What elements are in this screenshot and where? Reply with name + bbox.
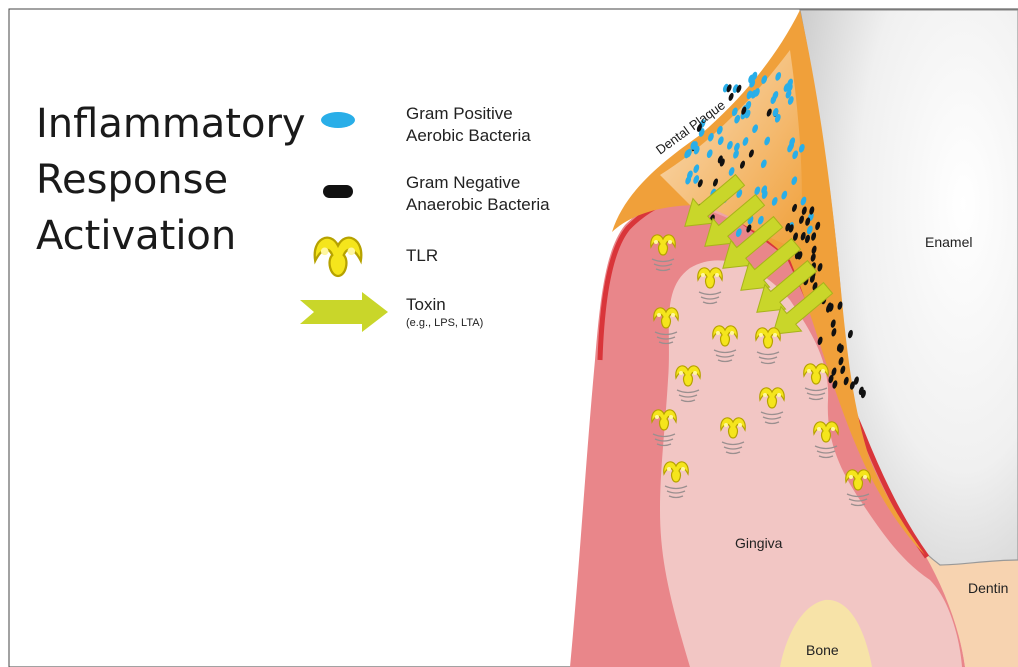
gram-positive-line-1: Gram Positive <box>406 103 531 125</box>
gram-negative-line-1: Gram Negative <box>406 172 550 194</box>
title-line-1: Inflammatory <box>36 96 306 152</box>
diagram-title: Inflammatory Response Activation <box>36 96 306 264</box>
gingiva-label: Gingiva <box>735 535 783 551</box>
bone-label: Bone <box>806 642 839 658</box>
toxin-legend-label: Toxin <box>406 295 446 314</box>
gram-negative-bacterium <box>728 92 735 101</box>
gram-negative-legend: Gram Negative Anaerobic Bacteria <box>406 172 550 216</box>
toxin-legend: Toxin <box>406 294 446 316</box>
tlr-legend-label: TLR <box>406 246 438 265</box>
toxin-legend-icon <box>300 292 388 332</box>
gram-positive-legend: Gram Positive Aerobic Bacteria <box>406 103 531 147</box>
title-line-3: Activation <box>36 208 306 264</box>
enamel-label: Enamel <box>925 234 972 250</box>
tlr-legend: TLR <box>406 245 438 267</box>
gram-negative-line-2: Anaerobic Bacteria <box>406 194 550 216</box>
title-line-2: Response <box>36 152 306 208</box>
gram-negative-legend-icon <box>323 185 353 198</box>
toxin-legend-examples: (e.g., LPS, LTA) <box>406 317 483 329</box>
dentin-label: Dentin <box>968 580 1008 596</box>
tlr-legend-icon <box>315 238 362 276</box>
gram-positive-line-2: Aerobic Bacteria <box>406 125 531 147</box>
gram-positive-legend-icon <box>321 112 355 128</box>
